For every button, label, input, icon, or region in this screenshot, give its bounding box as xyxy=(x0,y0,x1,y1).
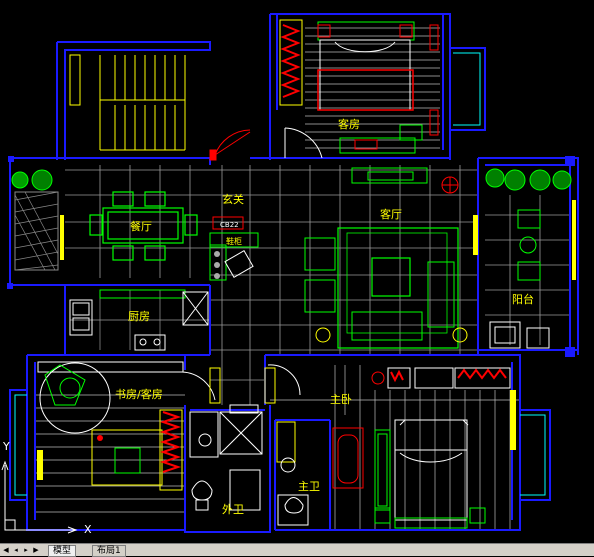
guest-room-wood-floor xyxy=(305,27,440,149)
label-dining: 餐厅 xyxy=(130,219,152,233)
label-entry: 玄关 xyxy=(222,192,244,206)
fixture-label: CB22 xyxy=(220,221,239,229)
staircase xyxy=(69,54,186,151)
label-master: 主卧 xyxy=(330,393,352,406)
entrance-door xyxy=(209,129,251,161)
room-labels: 客房 玄关 餐厅 客厅 厨房 阳台 书房/客房 主卧 主卫 外卫 xyxy=(115,117,534,516)
tab-next-arrow-icon[interactable]: ▸ xyxy=(24,546,28,554)
living-room-furniture xyxy=(304,167,478,349)
ucs-y-label: Y xyxy=(2,440,10,453)
master-bath-fixtures xyxy=(276,421,364,526)
ucs-x-label: X xyxy=(84,523,92,536)
kitchen-fixtures xyxy=(69,289,209,351)
label-kitchen: 厨房 xyxy=(128,310,150,323)
shoe-cabinet-label: 鞋柜 xyxy=(226,236,242,246)
guest-bath-fixtures xyxy=(189,411,263,511)
balcony-window xyxy=(572,200,576,280)
study-furniture xyxy=(37,361,216,491)
floor-plan-drawing: 客房 玄关 餐厅 客厅 厨房 阳台 书房/客房 主卧 主卫 外卫 CB22 鞋柜… xyxy=(1,13,579,536)
label-study: 书房/客房 xyxy=(115,387,163,401)
dining-set xyxy=(89,191,198,261)
balcony-plants xyxy=(485,168,572,191)
left-balcony xyxy=(14,191,64,271)
tab-first-arrow-icon[interactable]: ◀ xyxy=(3,546,9,554)
tab-layout1[interactable]: 布局1 xyxy=(92,545,126,557)
label-guest-room: 客房 xyxy=(338,117,360,131)
master-bed xyxy=(267,364,516,529)
label-living: 客厅 xyxy=(380,207,402,221)
label-bath-main: 主卫 xyxy=(298,480,320,493)
balcony-furniture xyxy=(489,209,550,349)
layout-tab-bar: ◀ ◂ ▸ ▶ 模型 布局1 xyxy=(0,543,594,557)
shoe-cabinet xyxy=(209,216,259,281)
plant-icon xyxy=(11,169,53,191)
ucs-icon xyxy=(1,460,78,534)
corridor-doors xyxy=(209,367,276,414)
label-balcony: 阳台 xyxy=(512,292,534,306)
wall-columns xyxy=(7,156,575,357)
label-bath-guest: 外卫 xyxy=(222,503,244,516)
tab-model[interactable]: 模型 xyxy=(48,545,77,557)
tab-last-arrow-icon[interactable]: ▶ xyxy=(33,546,39,554)
walls xyxy=(9,13,579,533)
cad-model-space[interactable]: 客房 玄关 餐厅 客厅 厨房 阳台 书房/客房 主卧 主卫 外卫 CB22 鞋柜… xyxy=(0,0,594,543)
guest-room-furniture xyxy=(279,19,439,159)
tab-prev-arrow-icon[interactable]: ◂ xyxy=(14,546,18,554)
